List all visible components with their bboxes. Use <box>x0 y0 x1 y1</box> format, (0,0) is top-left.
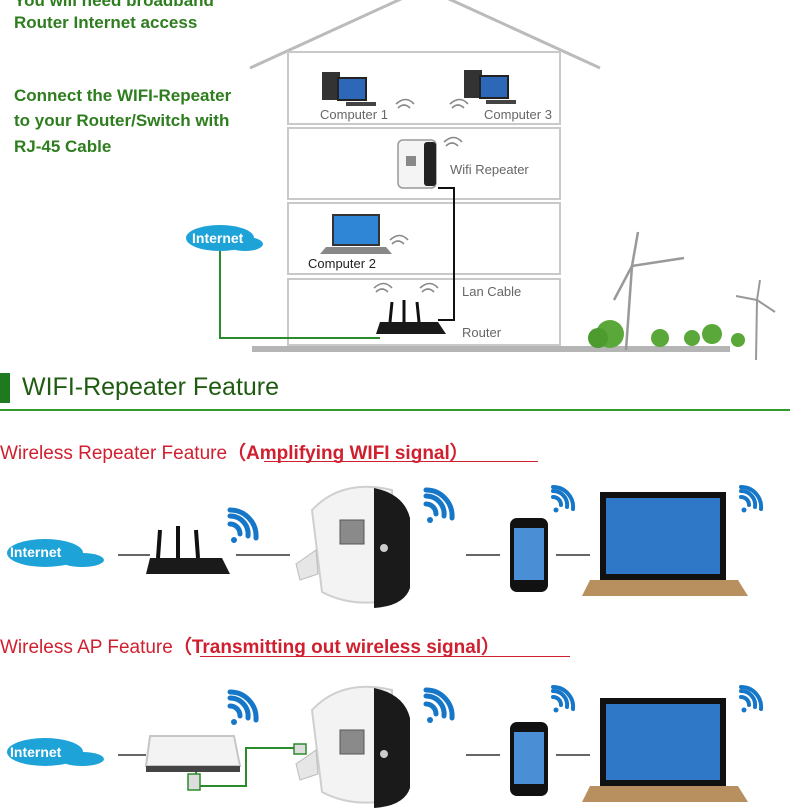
phone-icon-row1 <box>510 518 548 592</box>
internet-cloud-top <box>186 225 263 251</box>
ap-feature-name: Wireless AP Feature <box>0 637 173 658</box>
wifi-signal-row2-b <box>423 687 455 723</box>
computer-3-icon <box>464 70 516 104</box>
ap-row-diagram <box>7 684 764 808</box>
phone-icon-row2 <box>510 722 548 796</box>
wifi-signal-row1-b <box>423 487 455 523</box>
repeater-feature-sub: （Amplifying WIFI signal） <box>227 443 469 464</box>
feature-divider <box>0 409 790 411</box>
laptop-icon-row2 <box>582 698 748 802</box>
repeater-device-row2 <box>295 685 410 808</box>
router-small-icon <box>376 300 446 334</box>
router-icon-row1 <box>146 526 230 574</box>
wifi-signal-row1-c <box>551 484 576 513</box>
connect-note-line3: RJ-45 Cable <box>14 137 112 156</box>
internet-label-row1: Internet <box>10 544 62 560</box>
ap-title-underline <box>200 656 570 657</box>
wifi-repeater-label: Wifi Repeater <box>450 162 529 177</box>
wifi-signal-row1-a <box>227 507 259 543</box>
internet-cloud-row2 <box>7 738 104 766</box>
ground-line <box>252 346 730 352</box>
wifi-signal-row2-a <box>227 689 259 725</box>
floor-top <box>287 51 561 125</box>
computer-1-icon <box>322 72 376 106</box>
internet-label-row2: Internet <box>10 744 62 760</box>
internet-label-top: Internet <box>192 230 244 246</box>
repeater-feature-title: Wireless Repeater Feature（Amplifying WIF… <box>0 438 469 465</box>
router-label: Router <box>462 325 502 340</box>
wind-turbine-small <box>735 279 776 361</box>
wifi-signal-row1-d <box>739 484 764 513</box>
rj45-plug-a <box>187 773 201 791</box>
feature-heading-marker <box>0 373 10 403</box>
repeater-row-diagram <box>7 484 764 608</box>
wifi-signal-row2-d <box>739 684 764 713</box>
lan-cable-label: Lan Cable <box>462 284 522 299</box>
connect-note-line2: to your Router/Switch with <box>14 111 230 130</box>
wifi-repeater-small-icon <box>397 139 437 189</box>
laptop-icon-row1 <box>582 492 748 596</box>
repeater-device-row1 <box>295 485 410 608</box>
connect-note-line1: Connect the WIFI-Repeater <box>14 86 232 105</box>
internet-router-line <box>219 250 380 339</box>
lan-cable-line <box>438 187 455 321</box>
computer-3-label: Computer 3 <box>484 107 552 122</box>
house-diagram <box>186 0 776 361</box>
repeater-title-underline <box>264 461 538 462</box>
trees-group <box>588 320 745 348</box>
computer-2-label: Computer 2 <box>308 256 376 271</box>
wifi-signal-row2-c <box>551 684 576 713</box>
feature-heading: WIFI-Repeater Feature <box>22 373 280 401</box>
computer-1-label: Computer 1 <box>320 107 388 122</box>
repeater-feature-name: Wireless Repeater Feature <box>0 443 228 464</box>
broadband-note-line2: Router Internet access <box>14 13 198 32</box>
house-roof <box>249 0 601 70</box>
computer-2-icon <box>320 214 392 254</box>
switch-icon-row2 <box>144 735 242 772</box>
internet-cloud-row1 <box>7 539 104 567</box>
broadband-note-line1: You will need broadband <box>14 0 214 10</box>
ap-feature-sub: （Transmitting out wireless signal） <box>172 637 501 658</box>
small-signal-icons <box>373 98 469 293</box>
ap-feature-title: Wireless AP Feature（Transmitting out wir… <box>0 632 500 659</box>
wind-turbine-large <box>612 231 685 351</box>
rj45-plug-b <box>293 743 307 755</box>
